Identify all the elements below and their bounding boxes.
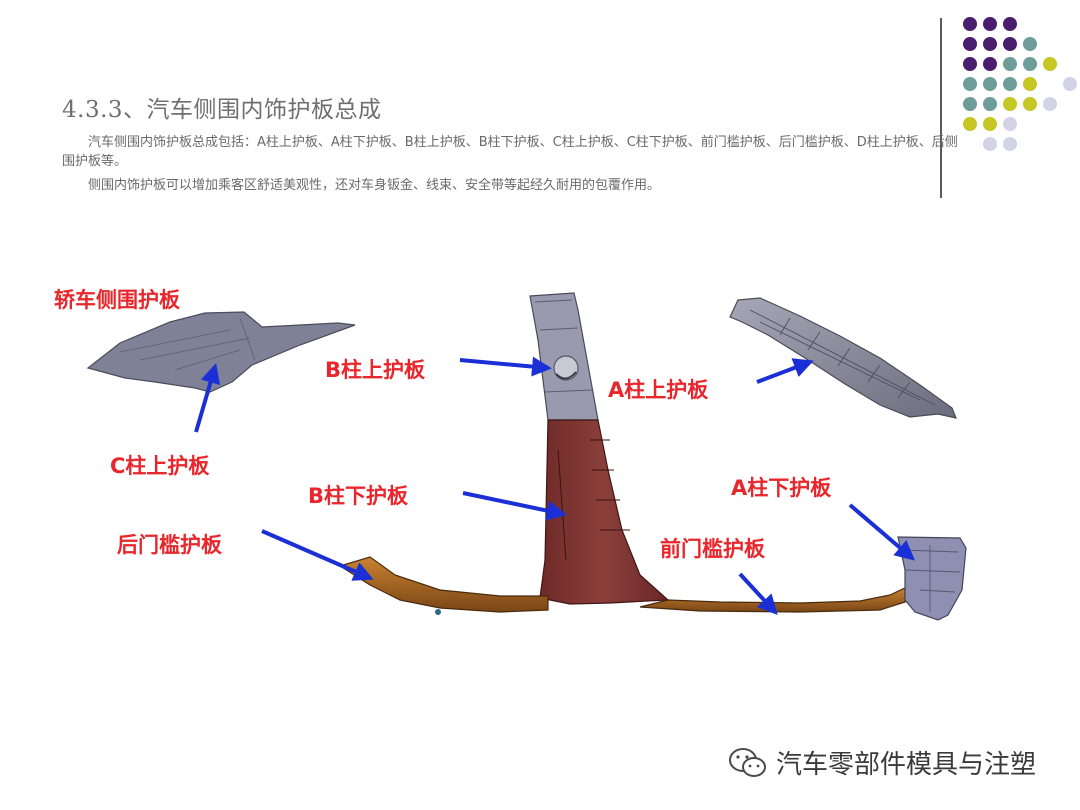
decorative-dot (963, 117, 977, 131)
arrow-rear-sill (261, 529, 374, 581)
wechat-icon (729, 747, 766, 777)
arrow-c-pillar-upper (194, 363, 221, 433)
decorative-dot (963, 97, 977, 111)
decorative-dot (1023, 77, 1037, 91)
decorative-dot (963, 17, 977, 31)
decorative-dot (983, 117, 997, 131)
label-c-pillar-upper: C柱上护板 (110, 454, 210, 478)
decorative-dot-grid (963, 17, 1077, 151)
decorative-dot (1023, 57, 1037, 71)
label-front-sill: 前门槛护板 (660, 537, 765, 561)
label-b-pillar-upper: B柱上护板 (325, 358, 426, 382)
arrow-front-sill (738, 572, 778, 615)
slide-title: 4.3.3、汽车侧围内饰护板总成 (62, 97, 382, 123)
decorative-dot (983, 77, 997, 91)
b-pillar-upper-trim (529, 292, 599, 421)
c-pillar-upper-trim (86, 311, 356, 393)
a-pillar-upper-trim (729, 297, 957, 419)
arrow-a-pillar-lower (848, 503, 916, 561)
decorative-dot (1003, 97, 1017, 111)
label-rear-sill: 后门槛护板 (117, 533, 222, 557)
decorative-dot (1003, 77, 1017, 91)
decorative-dot (1063, 77, 1077, 91)
pointer-arrows (194, 356, 916, 615)
arrow-b-pillar-lower (462, 491, 567, 521)
decorative-dot (1003, 137, 1017, 151)
paragraph-components: 汽车侧围内饰护板总成包括：A柱上护板、A柱下护板、B柱上护板、B柱下护板、C柱上… (62, 135, 958, 169)
label-sedan-side-panel: 轿车侧围护板 (54, 288, 180, 312)
decorative-dot (963, 77, 977, 91)
decorative-dot (1003, 57, 1017, 71)
decorative-dot (983, 97, 997, 111)
a-pillar-lower-trim (897, 536, 967, 621)
decorative-dot (1003, 17, 1017, 31)
decorative-dot (1043, 57, 1057, 71)
decorative-dot (1023, 37, 1037, 51)
arrow-a-pillar-upper (756, 358, 814, 384)
arrow-b-pillar-upper (459, 356, 552, 377)
decorative-dot (963, 37, 977, 51)
label-b-pillar-lower: B柱下护板 (308, 484, 409, 508)
decorative-dot (1003, 117, 1017, 131)
paragraph-function: 侧围内饰护板可以增加乘客区舒适美观性，还对车身钣金、线束、安全带等起经久耐用的包… (88, 178, 661, 193)
decorative-dot (1043, 97, 1057, 111)
label-a-pillar-upper: A柱上护板 (608, 378, 709, 402)
divider-line (940, 18, 942, 198)
decorative-dot (963, 57, 977, 71)
decorative-dot (983, 137, 997, 151)
decorative-dot (983, 37, 997, 51)
decorative-dot (983, 17, 997, 31)
watermark-text: 汽车零部件模具与注塑 (776, 750, 1037, 780)
decorative-dot (983, 57, 997, 71)
rear-sill-trim (338, 556, 549, 615)
label-a-pillar-lower: A柱下护板 (731, 476, 832, 500)
decorative-dot (1023, 97, 1037, 111)
decorative-dot (1003, 37, 1017, 51)
watermark: 汽车零部件模具与注塑 (728, 744, 1036, 781)
